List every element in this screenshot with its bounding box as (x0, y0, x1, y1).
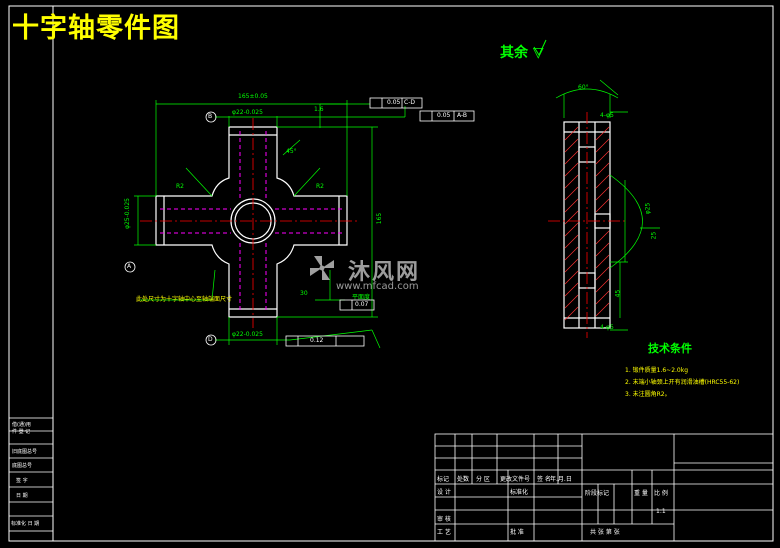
front-dimension-lines (134, 100, 406, 349)
inner-frame (52, 5, 774, 542)
label-overall-width: 165±0.05 (238, 93, 268, 100)
label-pink-note: 此处尺寸为十字轴中心至轴端面尺寸 (136, 296, 233, 303)
label-flat-val: 0.07 (355, 301, 369, 308)
left-strip-row: 签 字 (16, 478, 28, 484)
left-strip-row: 件 登 记 (12, 429, 31, 435)
side-view-dimension-lines (555, 79, 660, 331)
watermark-url: www.mfcad.com (336, 281, 419, 292)
label-dia-top: φ22-0.025 (232, 109, 263, 116)
tb-zone: 分 区 (476, 476, 490, 483)
tb-count: 处数 (457, 476, 470, 483)
label-overall-height: 165 (376, 212, 384, 225)
label-tol-datum-ab: A-B (457, 112, 468, 119)
tb-weight-label: 重 量 (634, 490, 648, 497)
tb-process: 工 艺 (437, 529, 451, 536)
cross-center-lines (140, 118, 360, 328)
tech-requirement-item: 1. 锻件质量1.6~2.0kg (625, 367, 689, 374)
label-r-right: R2 (316, 183, 324, 190)
tb-mark: 标记 (437, 476, 450, 483)
label-flat: 平面度 (352, 294, 371, 301)
tb-scale-value: 1:1 (656, 508, 666, 515)
drawing-title: 十字轴零件图 (12, 13, 180, 44)
left-strip-row: 借(通)用 (12, 422, 31, 428)
left-strip-row: 日 期 (16, 493, 28, 499)
label-side-dim-top: 4-φ5 (600, 112, 614, 119)
cross-hidden-lines (160, 131, 343, 313)
tb-review: 审 核 (437, 516, 451, 523)
label-r-left: R2 (176, 183, 184, 190)
label-datum-a: A (127, 263, 132, 270)
roughness-symbol (533, 39, 547, 57)
label-side-dim-bottom: 4-φ5 (600, 324, 614, 331)
tech-requirement-item: 2. 末端小轴颈上开有润滑油槽(HRC55-62) (625, 379, 740, 386)
tb-scale-label: 比 例 (654, 490, 668, 497)
left-strip-row: 标准化 日 期 (11, 521, 40, 527)
watermark-brand: 沐风网 (348, 260, 421, 285)
tb-design: 设 计 (437, 489, 451, 496)
label-tol-flatness: 0.05 (387, 99, 401, 106)
label-dim-30: 30 (300, 290, 308, 297)
tolerance-frames (285, 97, 475, 347)
label-side-dim-side: 45 (614, 289, 622, 298)
label-dim-bottom-tol: 0.12 (310, 337, 324, 344)
title-block-lines (434, 433, 774, 542)
side-view-hatch (564, 126, 610, 321)
label-side-dim-right-1: φ25 (644, 202, 652, 215)
label-dim-len-a: 1.6 (314, 106, 324, 113)
watermark-logo (310, 256, 334, 280)
label-angle-top: 45° (286, 148, 297, 155)
label-tol-datum-cd: C-D (404, 99, 415, 106)
cross-outline (155, 126, 348, 318)
tb-sign: 签 名 (537, 476, 551, 483)
datum-circles (124, 111, 217, 346)
tb-change-doc: 更改文件号 (500, 476, 531, 483)
tech-requirement-item: 3. 未注圆角R2。 (625, 391, 671, 398)
left-strip-table (8, 417, 54, 532)
label-dia-bottom: φ22-0.025 (232, 331, 263, 338)
label-side-angle: 60° (578, 84, 589, 91)
roughness-note: 其余 ▽ (500, 45, 544, 61)
label-dia-left: φ25-0.025 (123, 198, 131, 229)
label-tol-position: 0.05 (437, 112, 451, 119)
tb-stage-label: 阶段标记 (585, 490, 610, 497)
left-strip-row: 底图总号 (12, 463, 33, 469)
tb-approve: 批 准 (510, 529, 524, 536)
label-side-dim-right-2: 25 (650, 231, 658, 240)
tech-requirements-heading: 技术条件 (648, 342, 692, 355)
label-datum-d: D (208, 336, 213, 343)
left-strip-row: 旧底图总号 (12, 449, 38, 455)
tb-sheets: 共 张 第 张 (590, 529, 620, 536)
tb-standard: 标准化 (510, 489, 529, 496)
side-view-center-lines (548, 112, 625, 338)
label-datum-b: B (208, 113, 213, 120)
tb-date: 年.月.日 (550, 476, 572, 483)
